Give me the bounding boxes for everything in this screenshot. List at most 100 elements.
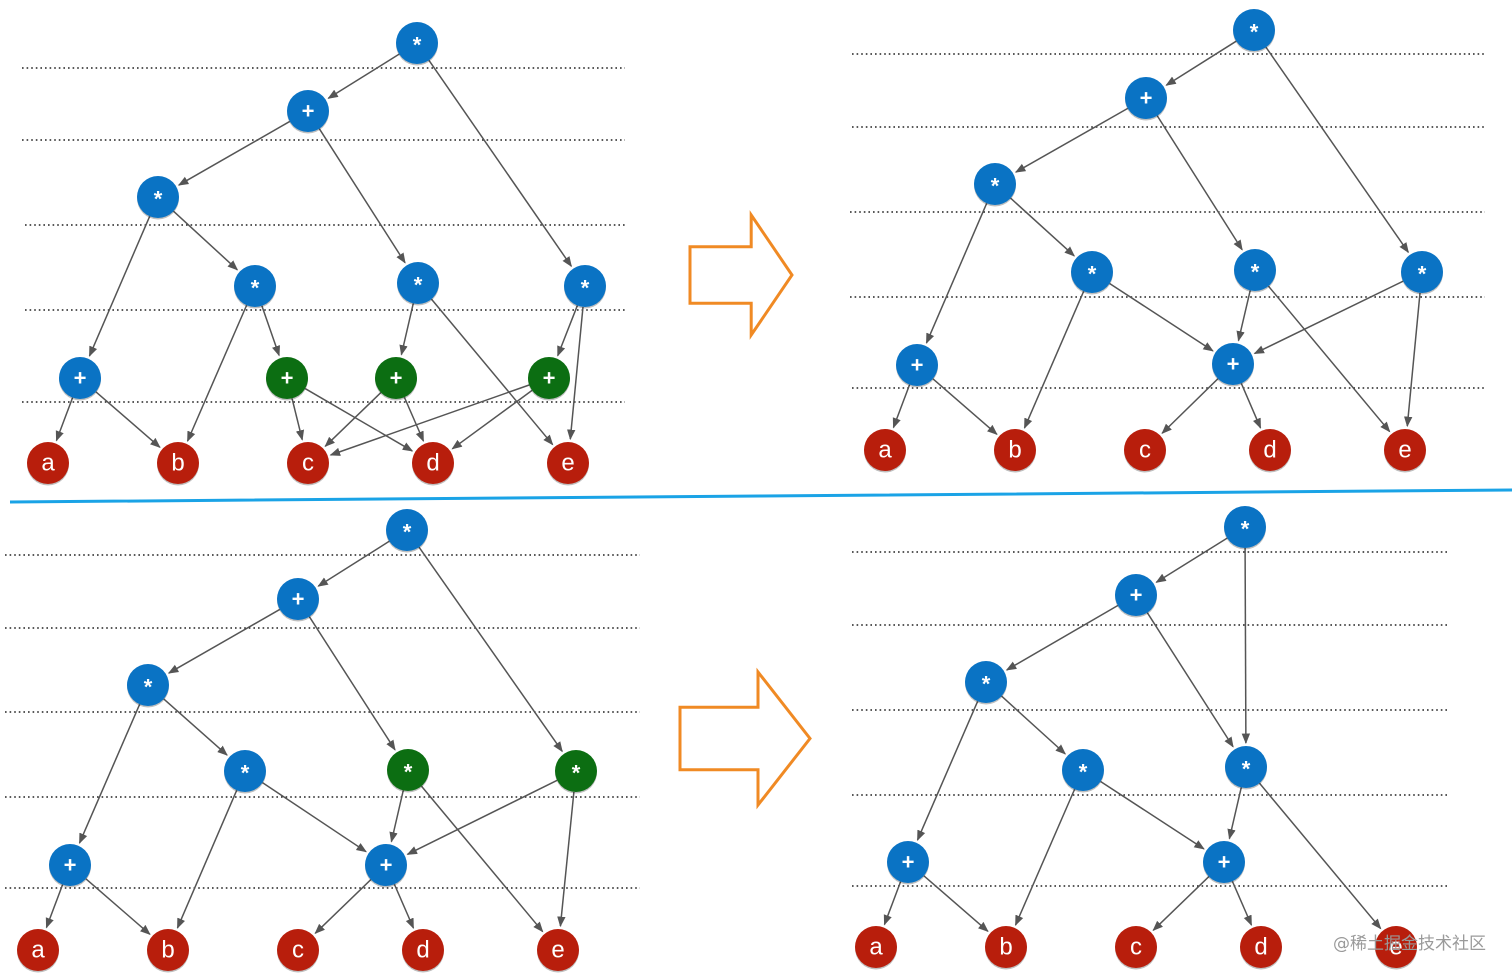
node-label: + <box>1218 850 1231 875</box>
leaf-node-c: c <box>1124 429 1166 473</box>
edge-n3-n4 <box>172 210 239 271</box>
node-label: + <box>1227 352 1240 377</box>
edge-n3-n4 <box>1001 695 1067 755</box>
node-label: d <box>1254 934 1267 961</box>
edge-n6-n8 <box>1253 280 1404 355</box>
node-label: b <box>161 937 174 964</box>
edge-n7-a <box>883 881 902 926</box>
node-label: * <box>403 520 412 545</box>
operator-node-n5: * <box>1225 746 1267 790</box>
edge-n3-n4 <box>163 698 228 756</box>
node-label: + <box>292 587 305 612</box>
operator-node-n3: * <box>974 163 1016 207</box>
edge-n7-b <box>932 378 998 435</box>
edge-n2-n3 <box>167 608 281 674</box>
edge-n3-n7 <box>88 215 151 357</box>
leaf-node-a: a <box>855 926 897 970</box>
edge-n10-c <box>329 384 530 456</box>
node-label: e <box>1389 934 1402 961</box>
leaf-node-a: a <box>17 929 59 973</box>
edge-n4-b <box>176 789 238 929</box>
edge-n5-e <box>1258 782 1382 930</box>
operator-node-n4: * <box>1062 749 1104 793</box>
operator-node-n8: + <box>365 844 407 888</box>
leaf-node-e: e <box>1384 429 1426 473</box>
node-label: + <box>902 850 915 875</box>
leaf-node-a: a <box>27 442 69 486</box>
edge-n8-c <box>291 398 305 441</box>
leaf-node-d: d <box>402 929 444 973</box>
edge-n6-e <box>557 791 575 928</box>
edge-n5-e <box>430 298 554 446</box>
node-label: + <box>74 366 87 391</box>
node-label: c <box>1139 437 1151 464</box>
node-label: + <box>543 366 556 391</box>
edge-n6-n8 <box>406 779 558 856</box>
node-label: c <box>292 937 304 964</box>
edge-n5-e <box>420 785 544 933</box>
operator-node-n7: + <box>896 344 938 388</box>
operator-node-n1: * <box>1224 506 1266 550</box>
operator-node-n8: + <box>1203 841 1245 885</box>
leaf-node-a: a <box>864 429 906 473</box>
node-label: * <box>1242 757 1251 782</box>
node-label: + <box>380 853 393 878</box>
edge-n7-a <box>55 397 74 442</box>
edge-n8-c <box>1152 876 1210 932</box>
node-label: * <box>251 276 260 301</box>
operator-node-n4: * <box>1071 251 1113 295</box>
node-label: * <box>144 675 153 700</box>
operator-node-n2: + <box>1115 574 1157 618</box>
operator-node-n8: + <box>1212 343 1254 387</box>
edge-n3-n7 <box>78 703 141 844</box>
operator-node-n4: * <box>234 265 276 309</box>
node-label: c <box>302 450 314 477</box>
edge-n6-e <box>567 306 584 441</box>
edge-n1-n6 <box>418 546 563 753</box>
node-label: d <box>1263 437 1276 464</box>
node-label: + <box>302 99 315 124</box>
edge-n10-d <box>451 389 533 450</box>
transform-arrow-bottom <box>678 667 812 810</box>
edge-n8-d <box>304 387 414 452</box>
edge-n1-n6 <box>1265 46 1409 254</box>
edge-n3-n7 <box>916 700 979 841</box>
edge-n4-b <box>1023 290 1085 429</box>
edge-n1-n2 <box>1165 40 1237 86</box>
leaf-node-d: d <box>1240 926 1282 970</box>
node-label: e <box>1398 437 1411 464</box>
transform-arrow-top <box>688 210 794 340</box>
operator-node-n5: * <box>397 262 439 306</box>
node-label: a <box>869 934 883 961</box>
leaf-node-c: c <box>287 442 329 486</box>
operator-node-n1: * <box>386 509 428 553</box>
operator-node-n3: * <box>137 176 179 220</box>
node-label: * <box>413 33 422 58</box>
node-label: + <box>1140 86 1153 111</box>
edge-n4-b <box>1014 788 1076 926</box>
operator-node-n3: * <box>965 661 1007 705</box>
leaf-node-e: e <box>1375 926 1417 970</box>
node-label: b <box>171 450 184 477</box>
edge-n5-n9 <box>399 303 414 356</box>
leaf-node-e: e <box>547 442 589 486</box>
edge-n8-c <box>314 879 372 935</box>
operator-node-n6: * <box>564 265 606 309</box>
node-label: * <box>1079 760 1088 785</box>
edge-n4-n8 <box>1109 282 1214 352</box>
node-label: d <box>416 937 429 964</box>
edge-n7-a <box>45 884 64 929</box>
edge-n8-d <box>393 883 415 929</box>
operator-node-n7: + <box>59 357 101 401</box>
node-label: + <box>64 853 77 878</box>
edge-n2-n5 <box>318 128 406 264</box>
node-label: * <box>572 761 581 786</box>
edge-n8-d <box>1240 382 1262 429</box>
edge-n7-a <box>892 384 911 429</box>
edge-n1-n5 <box>1241 547 1251 745</box>
